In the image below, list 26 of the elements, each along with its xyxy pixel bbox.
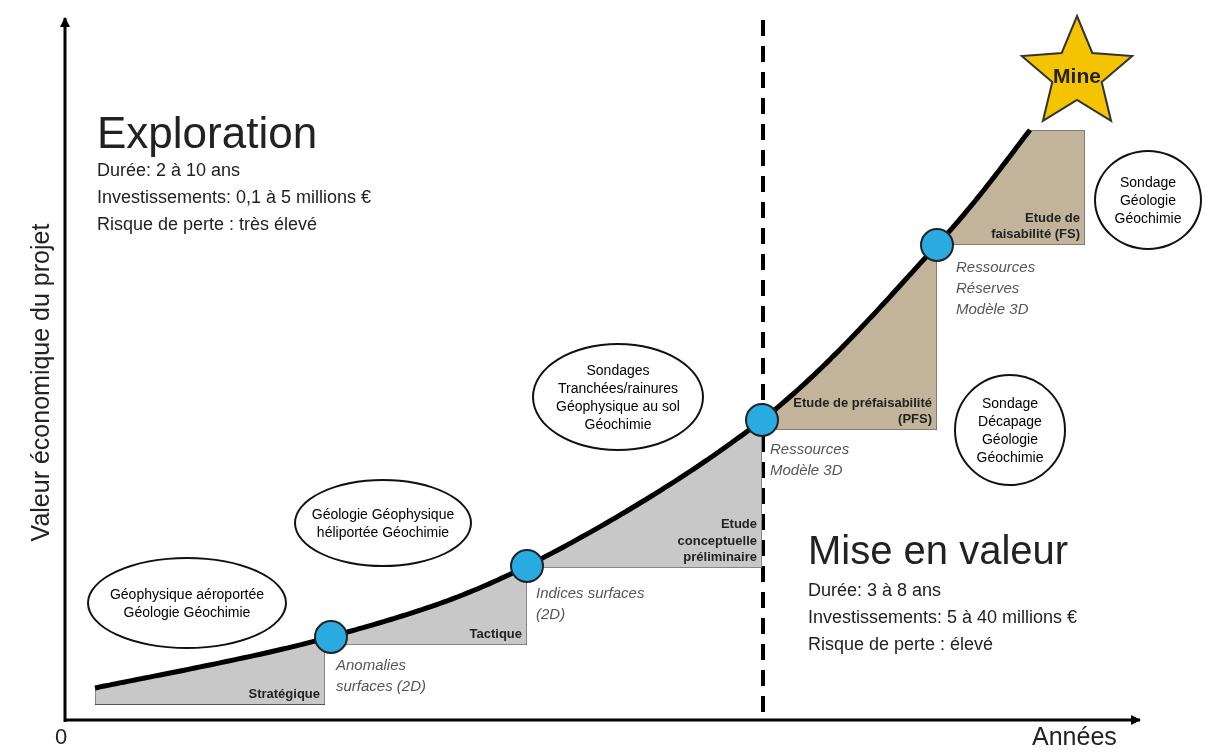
stage-label: Etude conceptuelle préliminaire xyxy=(676,516,757,565)
activity-ellipse: Sondage Décapage Géologie Géochimie xyxy=(954,374,1066,486)
milestone-note: Anomalies surfaces (2D) xyxy=(336,655,428,696)
info-text: Durée: 2 à 10 ans xyxy=(97,160,241,181)
star-label: Mine xyxy=(1052,64,1102,88)
stage-label: Tactique xyxy=(468,625,522,642)
milestone-note: Ressources Réserves Modèle 3D xyxy=(956,257,1037,319)
info-text: Investissements: 5 à 40 millions € xyxy=(808,607,1078,628)
info-text: Risque de perte : très élevé xyxy=(97,214,318,235)
activity-ellipse: Sondage Géologie Géochimie xyxy=(1094,150,1202,250)
axis-title: Valeur économique du projet xyxy=(25,222,55,544)
stage-label: Etude de faisabilité (FS) xyxy=(990,209,1080,242)
stage-label: Stratégique xyxy=(247,685,320,702)
activity-ellipse: Sondages Tranchées/rainures Géophysique au sol Géochimie xyxy=(532,343,704,451)
section-heading: Exploration xyxy=(97,108,318,158)
info-text: Durée: 3 à 8 ans xyxy=(808,580,942,601)
section-heading: Mise en valeur xyxy=(808,528,1069,573)
milestone-note: Ressources Modèle 3D xyxy=(770,439,851,480)
info-text: Risque de perte : élevé xyxy=(808,634,994,655)
activity-ellipse: Géophysique aéroportée Géologie Géochimie xyxy=(87,557,287,649)
axis-tick-label: 0 xyxy=(55,724,68,750)
info-text: Investissements: 0,1 à 5 millions € xyxy=(97,187,372,208)
milestone-note: Indices surfaces (2D) xyxy=(536,583,646,624)
axis-title: Années xyxy=(1032,722,1117,751)
stage-label: Etude de préfaisabilité (PFS) xyxy=(792,394,932,427)
activity-ellipse: Géologie Géophysique héliportée Géochimie xyxy=(294,479,472,567)
